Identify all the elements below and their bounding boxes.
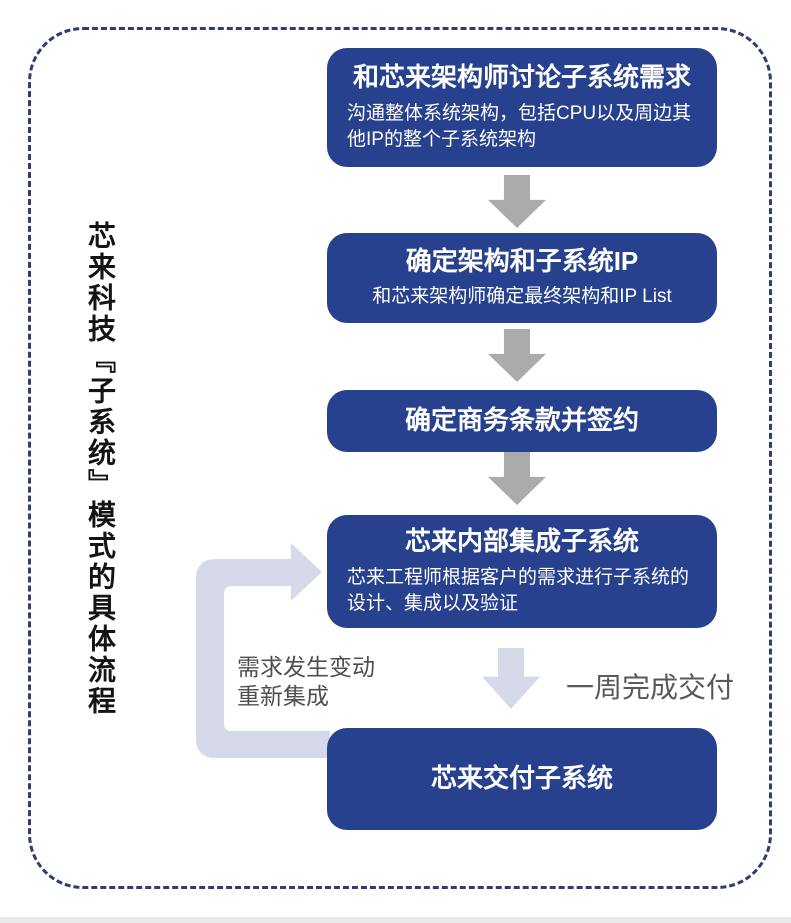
diagram-vertical-title: 芯来科技『子系统』模式的具体流程 bbox=[85, 221, 116, 717]
delivery-time-note: 一周完成交付 bbox=[566, 672, 735, 703]
step-title: 芯来交付子系统 bbox=[430, 763, 613, 794]
step-title: 确定商务条款并签约 bbox=[404, 405, 639, 436]
step-title: 确定架构和子系统IP bbox=[405, 245, 639, 276]
flow-step-internal-integration: 芯来内部集成子系统 芯来工程师根据客户的需求进行子系统的设计、集成以及验证 bbox=[327, 515, 717, 628]
dashed-border-frame bbox=[28, 27, 772, 889]
step-title: 和芯来架构师讨论子系统需求 bbox=[352, 62, 691, 93]
flow-step-deliver-subsystem: 芯来交付子系统 bbox=[327, 728, 717, 830]
flow-step-sign-contract: 确定商务条款并签约 bbox=[327, 390, 717, 452]
loop-note-line2: 重新集成 bbox=[237, 683, 329, 709]
bottom-edge-strip bbox=[0, 917, 791, 923]
step-description: 和芯来架构师确定最终架构和IP List bbox=[372, 286, 672, 308]
loop-note-line1: 需求发生变动 bbox=[237, 654, 375, 680]
flow-step-discuss-requirements: 和芯来架构师讨论子系统需求 沟通整体系统架构，包括CPU以及周边其他IP的整个子… bbox=[327, 48, 717, 167]
step-description: 沟通整体系统架构，包括CPU以及周边其他IP的整个子系统架构 bbox=[347, 102, 692, 150]
step-description: 芯来工程师根据客户的需求进行子系统的设计、集成以及验证 bbox=[347, 566, 690, 614]
flow-step-confirm-architecture: 确定架构和子系统IP 和芯来架构师确定最终架构和IP List bbox=[327, 233, 717, 323]
step-title: 芯来内部集成子系统 bbox=[404, 526, 639, 557]
loop-back-arrow-icon bbox=[196, 543, 330, 758]
loop-condition-note: 需求发生变动 重新集成 bbox=[237, 653, 375, 711]
